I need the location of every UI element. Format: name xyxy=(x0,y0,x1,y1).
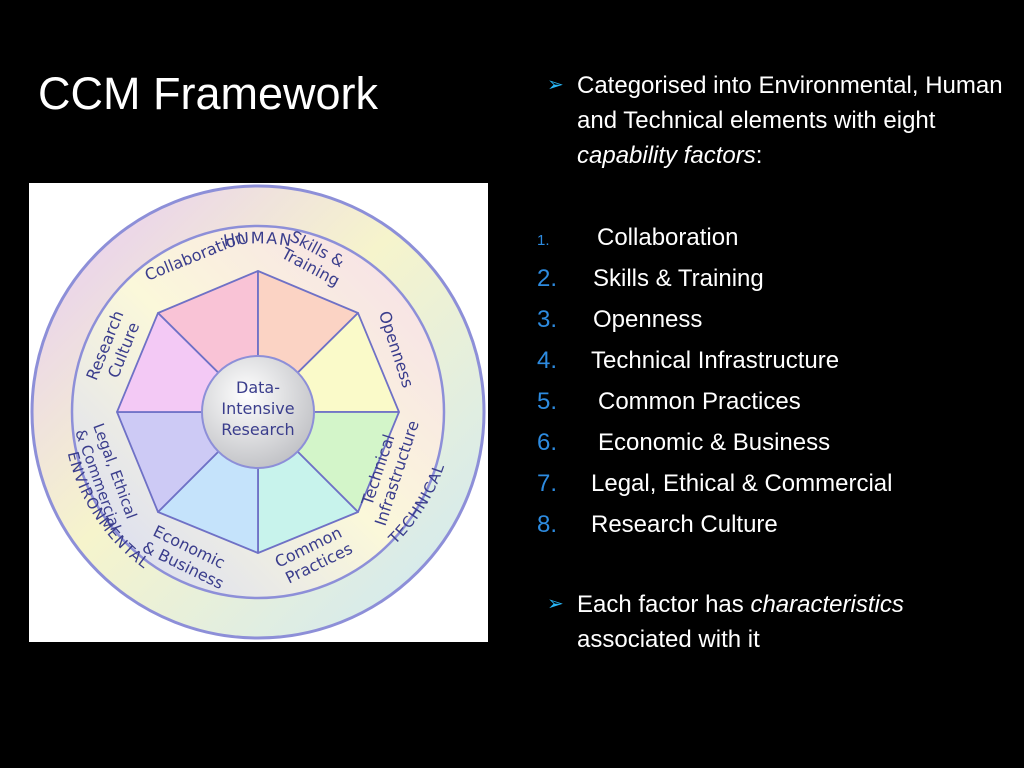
center-text: Data- xyxy=(236,378,280,397)
factor-item: 2.Skills & Training xyxy=(537,265,764,292)
factor-item: 5.Common Practices xyxy=(537,388,801,415)
arrow-bullet-icon: ➢ xyxy=(547,74,564,96)
slide-title: CCM Framework xyxy=(38,68,379,119)
center-circle xyxy=(201,355,315,469)
factor-item: 6.Economic & Business xyxy=(537,429,831,456)
capability-factor-list: 1.Collaboration 2.Skills & Training 3.Op… xyxy=(537,217,892,545)
factor-item: 3.Openness xyxy=(537,306,703,333)
center-text: Intensive xyxy=(221,399,294,418)
characteristics-bullet: ➢ Each factor has characteristics associ… xyxy=(547,587,1007,657)
characteristics-bullet-text: Each factor has characteristics associat… xyxy=(577,591,904,653)
arrow-bullet-icon: ➢ xyxy=(547,593,564,615)
intro-bullet: ➢ Categorised into Environmental, Human … xyxy=(547,68,1007,173)
ccm-diagram-svg: Data- Intensive Research HUMAN ENVIRONME… xyxy=(30,184,486,640)
label-human: HUMAN xyxy=(222,228,294,250)
intro-bullet-text: Categorised into Environmental, Human an… xyxy=(577,72,1003,169)
factor-item: 4.Technical Infrastructure xyxy=(537,347,840,374)
factor-item: 8.Research Culture xyxy=(537,511,778,538)
factor-item: 7.Legal, Ethical & Commercial xyxy=(537,470,893,497)
factor-item: 1.Collaboration xyxy=(537,224,739,251)
center-text: Research xyxy=(221,420,294,439)
ccm-framework-diagram: Data- Intensive Research HUMAN ENVIRONME… xyxy=(29,183,488,642)
